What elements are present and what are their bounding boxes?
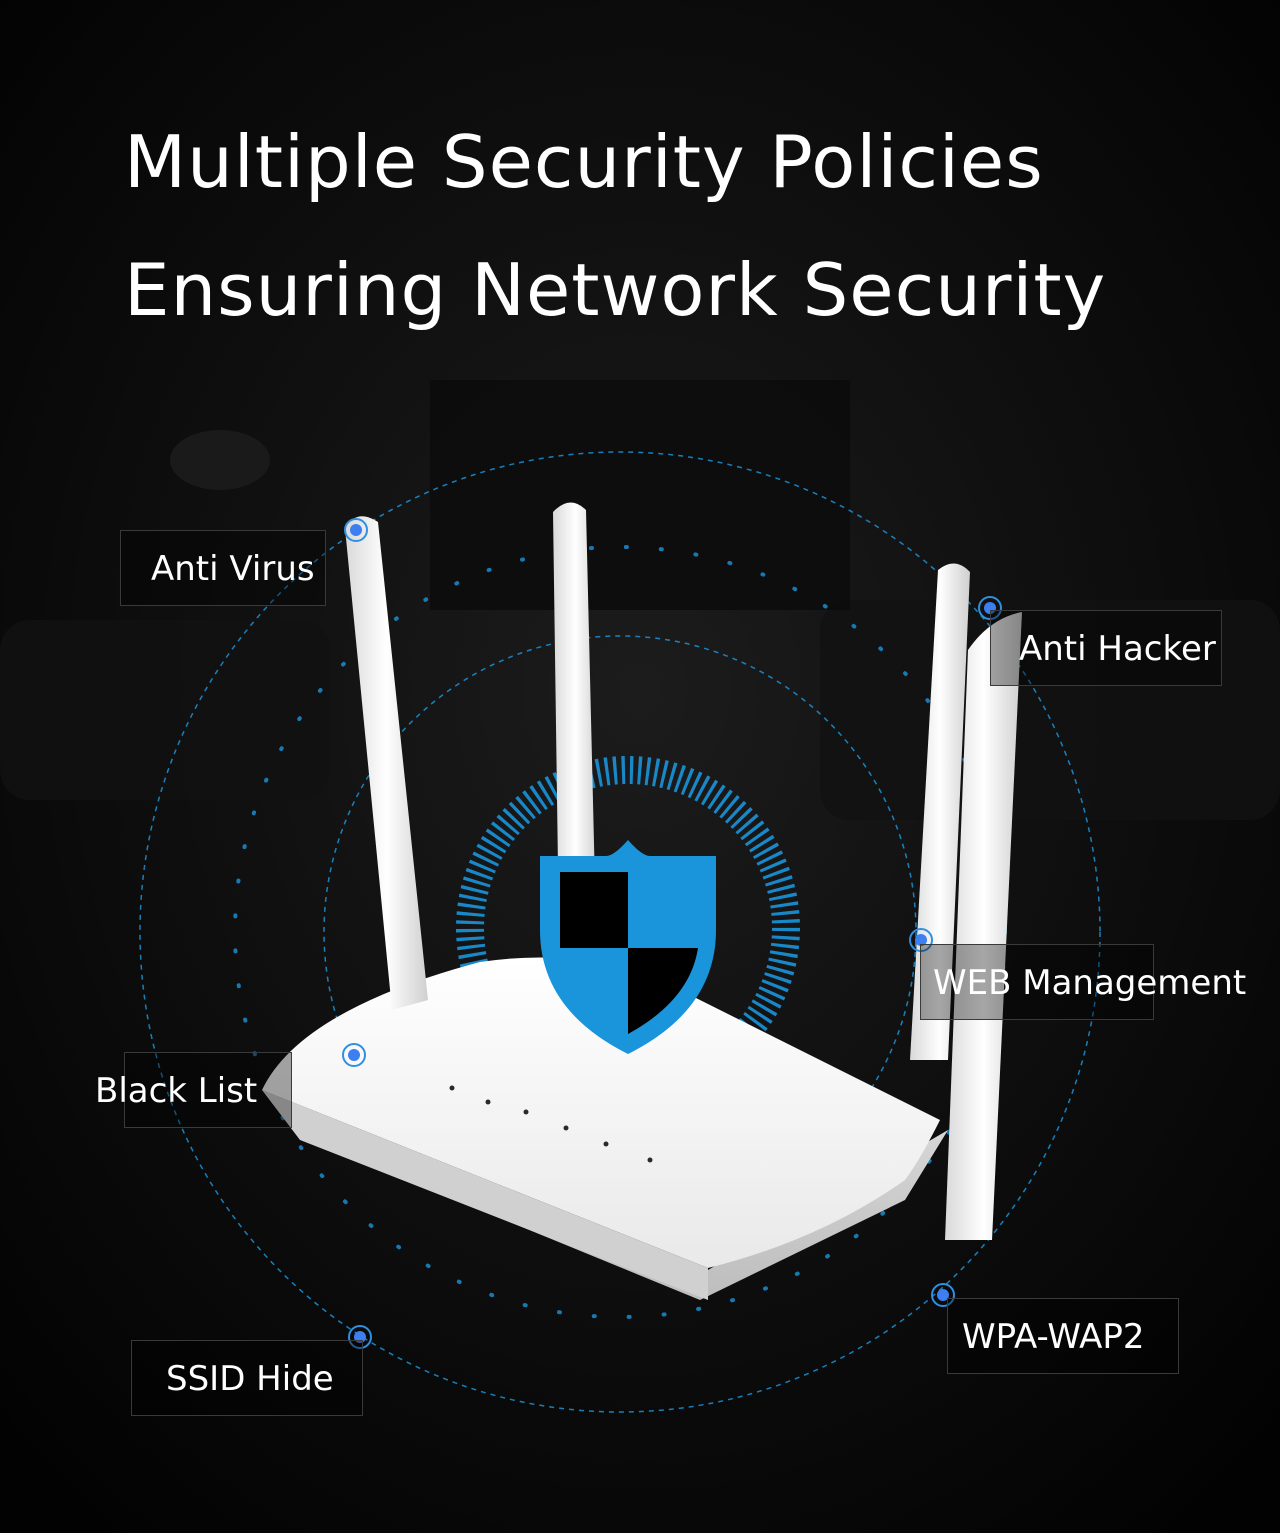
router-top xyxy=(262,957,940,1268)
router-front-edge xyxy=(262,1090,708,1300)
feature-anti-virus-label: Anti Virus xyxy=(151,549,315,589)
marker-black-list xyxy=(342,1043,366,1067)
feature-anti-hacker-label: Anti Hacker xyxy=(1019,629,1216,669)
antenna-front-right xyxy=(945,612,1022,1240)
feature-web-management-label: WEB Management xyxy=(933,963,1247,1003)
feature-web-management: WEB Management xyxy=(920,944,1246,1020)
feature-wpa-wap2: WPA-WAP2 xyxy=(947,1298,1179,1374)
router-base-side xyxy=(262,1090,948,1300)
headline-line-1: Multiple Security Policies xyxy=(124,120,1044,204)
antenna-front-left xyxy=(345,516,428,1010)
outer-orbit-ring xyxy=(139,451,1101,1413)
bed-silhouette-left xyxy=(0,620,330,800)
marker-web-management xyxy=(909,928,933,952)
feature-anti-virus: Anti Virus xyxy=(120,530,326,606)
marker-wpa-wap2 xyxy=(931,1283,955,1307)
headline: Multiple Security Policies Ensuring Netw… xyxy=(124,98,1244,354)
feature-black-list-label: Black List xyxy=(95,1071,258,1111)
router-status-leds xyxy=(449,1085,653,1163)
feature-anti-hacker: Anti Hacker xyxy=(990,610,1222,686)
feature-ssid-hide: SSID Hide xyxy=(131,1340,363,1416)
feature-black-list: Black List xyxy=(95,1052,292,1128)
security-shield-icon xyxy=(540,840,716,1054)
marker-anti-virus xyxy=(344,518,368,542)
lamp-glow xyxy=(170,430,270,490)
wall-panel xyxy=(430,380,850,610)
feature-wpa-wap2-label: WPA-WAP2 xyxy=(962,1317,1145,1357)
headline-line-2: Ensuring Network Security xyxy=(124,248,1107,332)
feature-ssid-hide-label: SSID Hide xyxy=(166,1359,334,1399)
